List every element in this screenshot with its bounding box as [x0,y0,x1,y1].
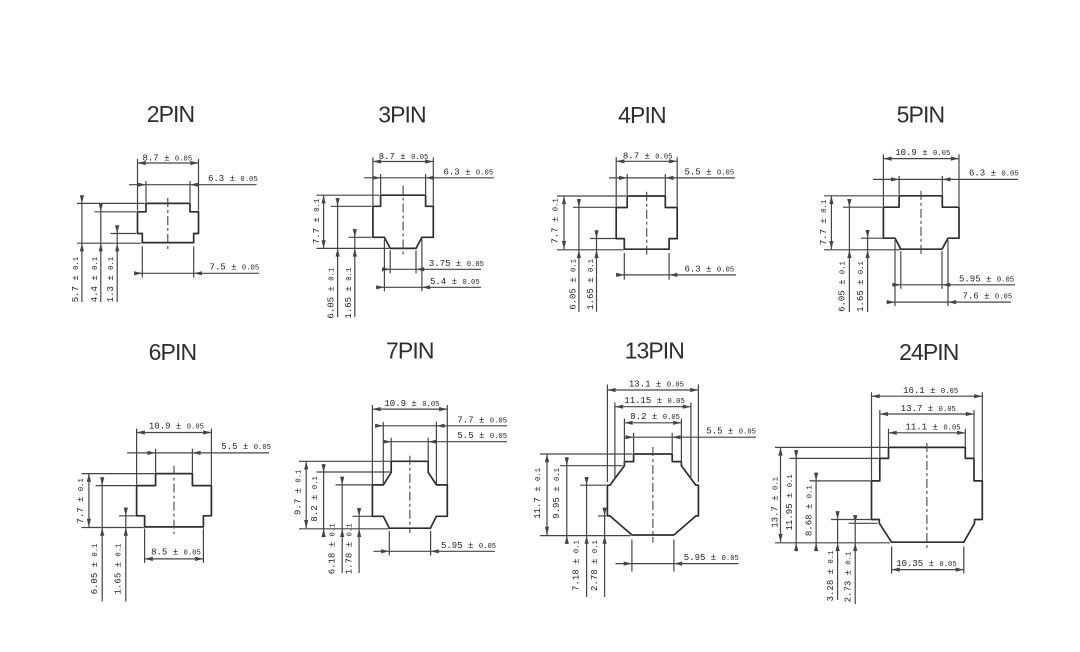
svg-text:8.2 ± 0.05: 8.2 ± 0.05 [630,412,680,422]
svg-text:10.9 ± 0.05: 10.9 ± 0.05 [149,421,204,431]
svg-text:8.7 ± 0.05: 8.7 ± 0.05 [143,153,193,163]
svg-text:7.6 ± 0.05: 7.6 ± 0.05 [963,292,1013,302]
svg-text:6.18 ± 0.1: 6.18 ± 0.1 [328,524,338,575]
svg-text:13PIN: 13PIN [625,337,684,363]
svg-text:16.1 ± 0.05: 16.1 ± 0.05 [903,386,958,396]
svg-text:10.9 ± 0.05: 10.9 ± 0.05 [384,399,439,409]
svg-text:6.05 ± 0.1: 6.05 ± 0.1 [569,259,579,310]
svg-text:6.3 ± 0.05: 6.3 ± 0.05 [444,167,494,177]
svg-text:7.18 ± 0.1: 7.18 ± 0.1 [572,540,582,591]
svg-text:11.15 ± 0.05: 11.15 ± 0.05 [624,396,684,406]
svg-text:6.05 ± 0.1: 6.05 ± 0.1 [90,544,100,595]
svg-text:4PIN: 4PIN [618,102,666,128]
svg-text:5.4 ± 0.05: 5.4 ± 0.05 [430,277,480,287]
svg-text:8.5 ± 0.05: 8.5 ± 0.05 [151,548,201,558]
svg-text:6.05 ± 0.1: 6.05 ± 0.1 [327,268,337,319]
svg-text:8.2 ± 0.1: 8.2 ± 0.1 [310,476,320,521]
svg-text:1.65 ± 0.1: 1.65 ± 0.1 [586,259,596,310]
svg-text:8.7 ± 0.05: 8.7 ± 0.05 [379,152,429,162]
svg-text:13.7 ± 0.05: 13.7 ± 0.05 [901,404,956,414]
svg-text:7.7 ± 0.1: 7.7 ± 0.1 [819,200,829,245]
svg-text:2.78 ± 0.1: 2.78 ± 0.1 [590,540,600,591]
svg-text:11.1 ± 0.05: 11.1 ± 0.05 [906,423,961,433]
svg-text:5.5 ± 0.05: 5.5 ± 0.05 [221,442,271,452]
svg-text:1.65 ± 0.1: 1.65 ± 0.1 [113,544,123,595]
svg-text:1.65 ± 0.1: 1.65 ± 0.1 [856,261,866,312]
svg-text:2PIN: 2PIN [147,101,195,127]
svg-text:5.95 ± 0.05: 5.95 ± 0.05 [684,553,739,563]
svg-text:9.95 ± 0.1: 9.95 ± 0.1 [552,468,562,519]
svg-text:3.28 ± 0.1: 3.28 ± 0.1 [826,551,836,602]
svg-text:5.5 ± 0.05: 5.5 ± 0.05 [706,427,756,437]
svg-text:6.3 ± 0.05: 6.3 ± 0.05 [969,169,1019,179]
svg-text:13.7 ± 0.1: 13.7 ± 0.1 [770,477,780,528]
svg-text:5.7 ± 0.1: 5.7 ± 0.1 [71,257,81,302]
svg-text:6.3 ± 0.05: 6.3 ± 0.05 [685,265,735,275]
svg-text:7.5 ± 0.05: 7.5 ± 0.05 [210,262,260,272]
svg-text:5.95 ± 0.05: 5.95 ± 0.05 [441,541,496,551]
svg-text:5.5 ± 0.05: 5.5 ± 0.05 [457,431,507,441]
svg-text:7.7 ± 0.1: 7.7 ± 0.1 [551,198,561,243]
svg-text:6PIN: 6PIN [149,339,197,365]
svg-text:10.9 ± 0.05: 10.9 ± 0.05 [895,148,950,158]
svg-text:1.65 ± 0.1: 1.65 ± 0.1 [344,268,354,319]
svg-text:2.73 ± 0.1: 2.73 ± 0.1 [844,552,854,603]
svg-text:8.7 ± 0.05: 8.7 ± 0.05 [623,151,673,161]
svg-text:24PIN: 24PIN [899,339,958,365]
svg-text:3.75 ± 0.05: 3.75 ± 0.05 [429,259,484,269]
svg-text:7PIN: 7PIN [386,338,434,364]
svg-text:8.68 ± 0.1: 8.68 ± 0.1 [805,485,815,536]
svg-text:13.1 ± 0.05: 13.1 ± 0.05 [629,379,684,389]
svg-text:11.7 ± 0.1: 11.7 ± 0.1 [533,468,543,519]
svg-text:9.7 ± 0.1: 9.7 ± 0.1 [294,470,304,515]
svg-text:6.3 ± 0.05: 6.3 ± 0.05 [208,174,258,184]
svg-text:11.95 ± 0.1: 11.95 ± 0.1 [785,474,795,530]
svg-text:5.5 ± 0.05: 5.5 ± 0.05 [685,167,735,177]
svg-text:7.7 ± 0.1: 7.7 ± 0.1 [76,478,86,523]
svg-text:3PIN: 3PIN [378,102,426,128]
svg-text:1.3 ± 0.1: 1.3 ± 0.1 [106,257,116,302]
svg-text:4.4 ± 0.1: 4.4 ± 0.1 [90,257,100,302]
svg-text:1.78 ± 0.1: 1.78 ± 0.1 [344,524,354,575]
svg-text:5.95 ± 0.05: 5.95 ± 0.05 [959,274,1014,284]
svg-text:10.35 ± 0.05: 10.35 ± 0.05 [896,559,956,569]
svg-text:7.7 ± 0.05: 7.7 ± 0.05 [457,415,507,425]
svg-text:7.7 ± 0.1: 7.7 ± 0.1 [312,199,322,244]
svg-text:5PIN: 5PIN [897,102,945,128]
svg-text:6.05 ± 0.1: 6.05 ± 0.1 [838,261,848,312]
